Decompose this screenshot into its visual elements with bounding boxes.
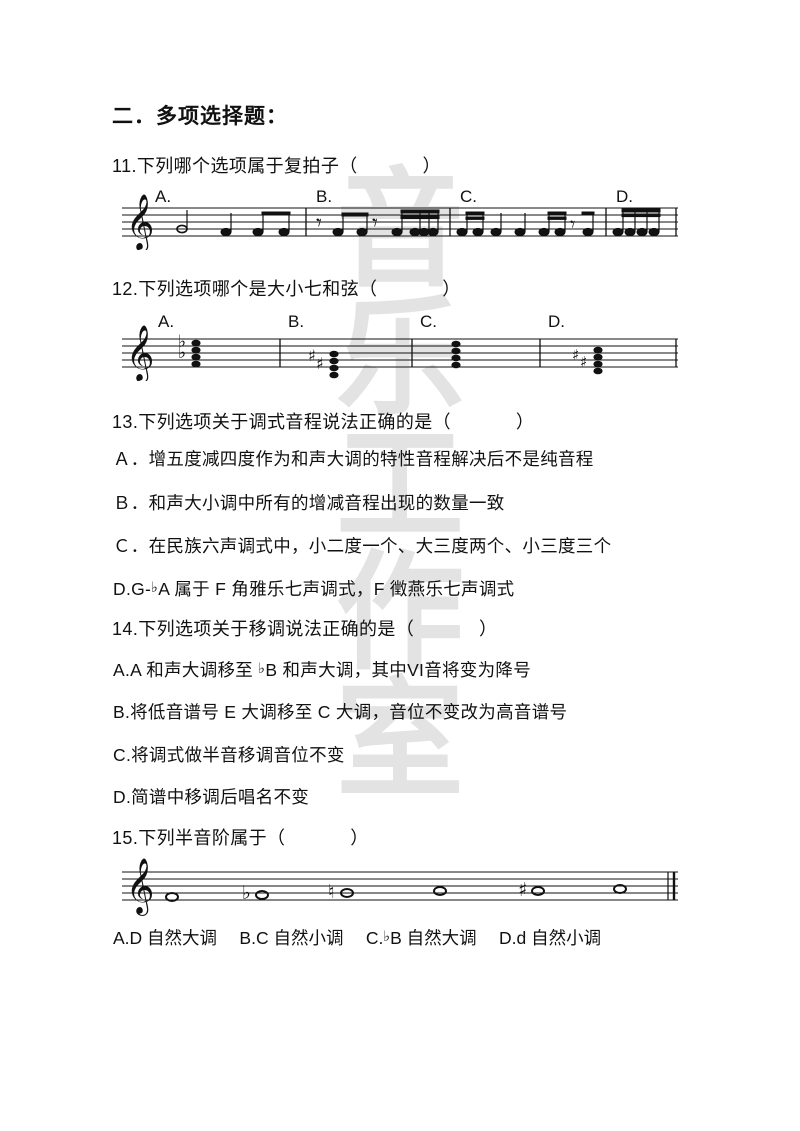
svg-text:♭: ♭ (178, 332, 186, 352)
staff-11-label-d: D. (616, 187, 633, 206)
staff-12-label-d: D. (548, 312, 565, 331)
q15-answer-b: B.C 自然小调 (239, 928, 344, 948)
question-14-option-a: A.A 和声大调移至 ♭B 和声大调，其中VI音将变为降号 (113, 657, 531, 682)
staff-lines-15: 𝄞 ♭ ♮ ♯ (122, 858, 678, 916)
q13-d-post: A 属于 F 角雅乐七声调式，F 徵燕乐七声调式 (158, 579, 515, 599)
staff-11-label-a: A. (155, 187, 172, 206)
watermark-char-4: 作 (335, 538, 464, 688)
svg-text:𝄾: 𝄾 (372, 211, 378, 236)
svg-text:♮: ♮ (328, 881, 335, 903)
question-13-option-d: D.G-♭A 属于 F 角雅乐七声调式，F 徵燕乐七声调式 (113, 576, 514, 601)
q15-answer-c-post: B 自然大调 (390, 928, 477, 948)
q15-answer-a: A.D 自然大调 (113, 928, 218, 948)
question-13-option-b: Ｂ．和声大小调中所有的增减音程出现的数量一致 (113, 493, 505, 513)
question-13-stem: 13.下列选项关于调式音程说法正确的是（ ） (112, 412, 535, 432)
question-14-stem: 14.下列选项关于移调说法正确的是（ ） (112, 619, 498, 639)
watermark-char-3: 工 (335, 411, 464, 561)
section-heading: 二．多项选择题： (112, 105, 288, 128)
question-14-option-b: B.将低音谱号 E 大调移至 C 大调，音位不变改为高音谱号 (113, 702, 568, 722)
staff-12-label-b: B. (288, 312, 305, 331)
svg-text:♯: ♯ (308, 346, 316, 365)
question-13-option-c: Ｃ．在民族六声调式中，小二度一个、大三度两个、小三度三个 (113, 536, 612, 556)
svg-text:♯: ♯ (316, 354, 324, 373)
flat-sign-icon: ♭ (383, 928, 391, 945)
staff-lines-12: 𝄞 ♭ ♭ ♯ (122, 325, 678, 381)
svg-text:𝄾: 𝄾 (316, 211, 322, 236)
q15-answer-c-pre: C. (365, 928, 384, 948)
question-13-option-a: Ａ．增五度减四度作为和声大调的特性音程解决后不是纯音程 (113, 449, 594, 469)
question-12-stem: 12.下列选项哪个是大小七和弦（ ） (112, 279, 461, 299)
staff-12-label-c: C. (420, 312, 437, 331)
question-15-answers: A.D 自然大调 B.C 自然小调 C.♭B 自然大调 D.d 自然小调 (113, 925, 601, 950)
q13-d-pre: D.G- (113, 579, 152, 599)
gap-1 (217, 928, 239, 948)
svg-text:𝄾: 𝄾 (570, 212, 575, 236)
svg-text:♯: ♯ (518, 879, 527, 901)
question-11-staff: A. B. C. D. 𝄞 (120, 187, 680, 250)
gap-2 (343, 928, 365, 948)
watermark: 音 乐 工 作 室 (300, 167, 500, 1000)
flat-sign-icon: ♭ (258, 660, 266, 677)
svg-text:♭: ♭ (178, 343, 186, 363)
question-12-staff: A. B. C. D. 𝄞 (120, 312, 680, 381)
q14-a-pre: A.A 和声大调移至 (113, 660, 259, 680)
svg-text:𝄞: 𝄞 (126, 858, 154, 916)
question-14-option-c: C.将调式做半音移调音位不变 (113, 745, 345, 765)
svg-text:𝄞: 𝄞 (126, 194, 154, 250)
staff-11-label-b: B. (316, 187, 333, 206)
svg-text:♭: ♭ (242, 882, 251, 904)
svg-text:𝄞: 𝄞 (126, 325, 154, 381)
svg-text:♯: ♯ (572, 346, 579, 364)
watermark-char-5: 室 (335, 666, 464, 816)
staff-12-label-a: A. (158, 312, 175, 331)
q14-a-post: B 和声大调，其中VI音将变为降号 (265, 660, 532, 680)
question-15-stem: 15.下列半音阶属于（ ） (112, 828, 369, 848)
staff-lines-11: 𝄞 (122, 194, 678, 250)
watermark-char-2: 乐 (335, 283, 464, 433)
gap-3 (477, 928, 499, 948)
q15-answer-d: D.d 自然小调 (499, 928, 602, 948)
question-11-stem: 11.下列哪个选项属于复拍子（ ） (112, 156, 441, 176)
question-14-option-d: D.简谱中移调后唱名不变 (113, 787, 310, 807)
svg-text:♯: ♯ (580, 353, 587, 371)
question-15-staff: 𝄞 ♭ ♮ ♯ (120, 858, 680, 916)
staff-11-label-c: C. (460, 187, 477, 206)
flat-sign-icon: ♭ (151, 579, 159, 596)
